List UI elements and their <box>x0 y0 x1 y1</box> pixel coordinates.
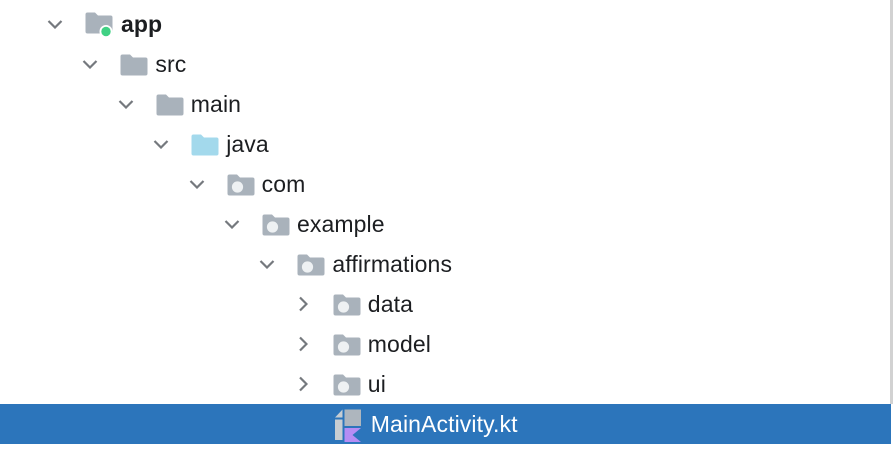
tree-row-affirmations[interactable]: affirmations <box>0 244 896 284</box>
folder-icon <box>156 93 184 116</box>
chevron-down-icon[interactable] <box>188 179 206 189</box>
tree-row-app[interactable]: app <box>0 4 896 44</box>
panel-divider[interactable] <box>890 0 893 404</box>
chevron-down-icon[interactable] <box>223 219 241 229</box>
chevron-down-icon[interactable] <box>46 19 64 29</box>
source-folder-icon <box>191 133 219 156</box>
tree-row-label: data <box>367 290 413 317</box>
tree-row-label: app <box>121 10 163 37</box>
tree-row-example[interactable]: example <box>0 204 896 244</box>
chevron-down-icon[interactable] <box>81 59 99 69</box>
tree-row-label: src <box>155 50 187 77</box>
package-folder-icon <box>333 293 361 316</box>
tree-row-label: ui <box>367 370 386 397</box>
tree-row-label: example <box>297 210 385 237</box>
tree-row-ui[interactable]: ui <box>0 364 896 404</box>
tree-row-java[interactable]: java <box>0 124 896 164</box>
package-folder-icon <box>227 173 255 196</box>
tree-row-data[interactable]: data <box>0 284 896 324</box>
kotlin-file-icon <box>333 406 363 442</box>
tree-row-label: com <box>261 170 306 197</box>
tree-row-main[interactable]: main <box>0 84 896 124</box>
android-module-folder-icon <box>85 11 113 38</box>
tree-row-model[interactable]: model <box>0 324 896 364</box>
tree-row-label: main <box>190 90 242 117</box>
tree-row-label: java <box>226 130 269 157</box>
package-folder-icon <box>333 373 361 396</box>
chevron-right-icon[interactable] <box>294 296 312 312</box>
tree-row-src[interactable]: src <box>0 44 896 84</box>
tree-row-label: MainActivity.kt <box>370 410 518 437</box>
chevron-down-icon[interactable] <box>152 139 170 149</box>
chevron-right-icon[interactable] <box>294 336 312 352</box>
folder-icon <box>120 53 148 76</box>
tree-row-com[interactable]: com <box>0 164 896 204</box>
chevron-down-icon[interactable] <box>258 259 276 269</box>
package-folder-icon <box>333 333 361 356</box>
package-folder-icon <box>262 213 290 236</box>
tree-row-label: model <box>367 330 431 357</box>
chevron-down-icon[interactable] <box>117 99 135 109</box>
tree-row-label: affirmations <box>332 250 453 277</box>
chevron-right-icon[interactable] <box>294 376 312 392</box>
tree-row-mainactivity-kt[interactable]: MainActivity.kt <box>0 404 891 444</box>
package-folder-icon <box>297 253 325 276</box>
